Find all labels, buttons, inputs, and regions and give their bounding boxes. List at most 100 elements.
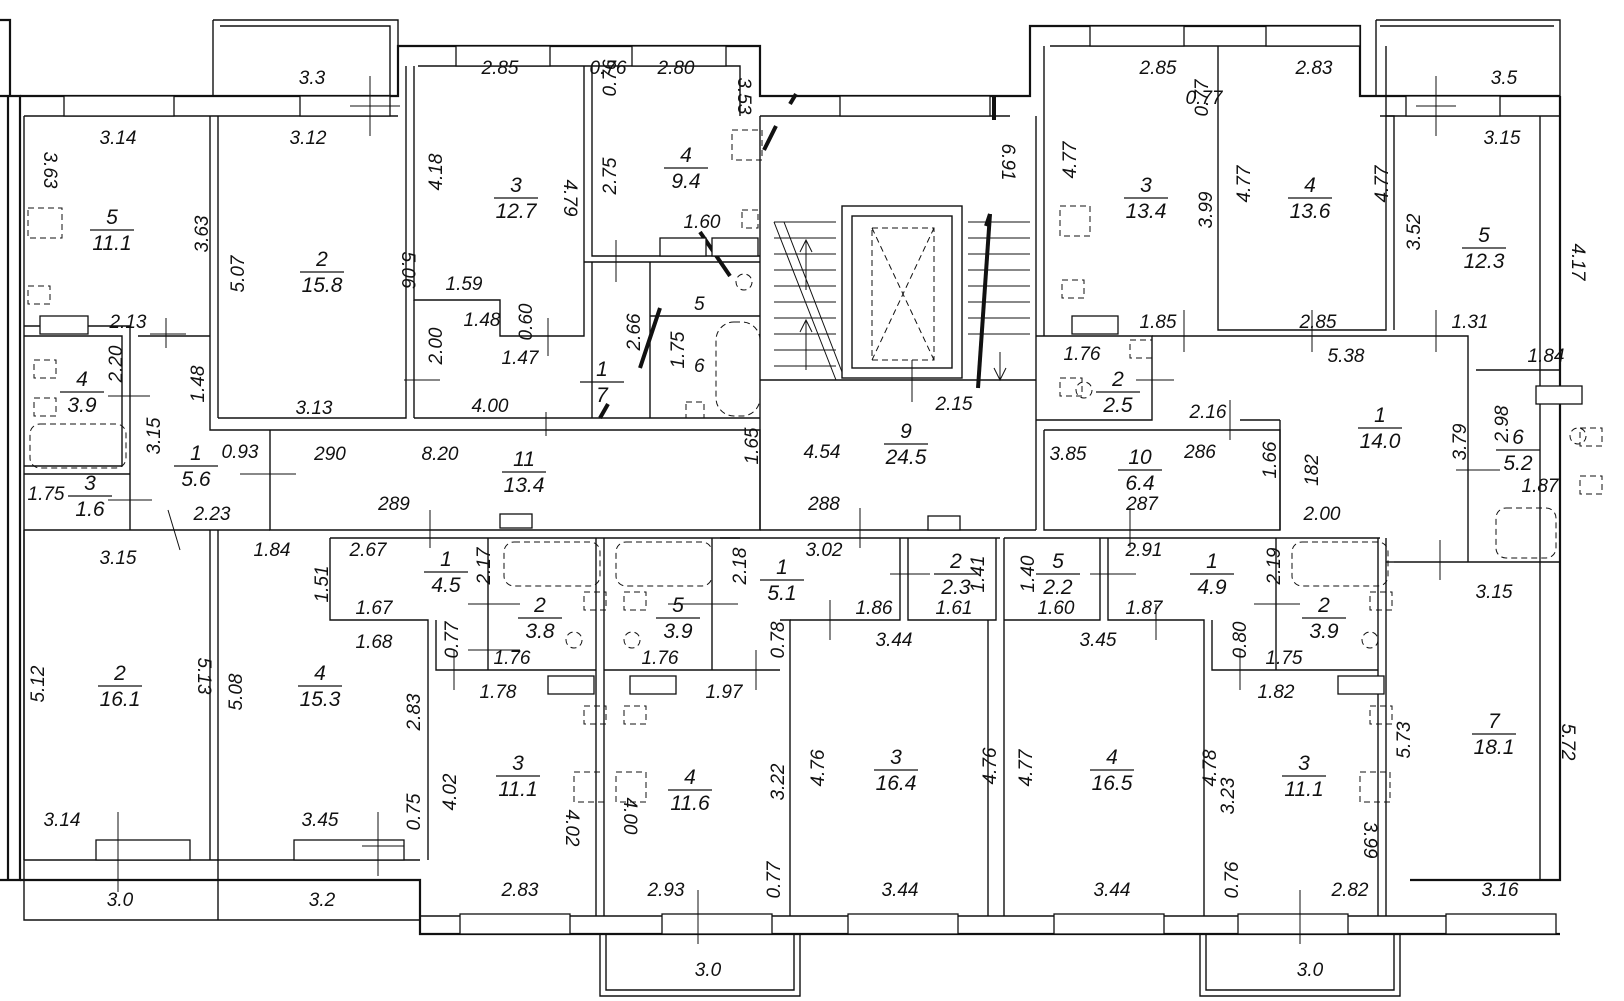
dimension-label: 4.17 bbox=[1567, 244, 1588, 282]
room-area: 2.5 bbox=[1102, 394, 1133, 417]
dimension-label: 1.75 bbox=[28, 484, 65, 505]
dimension-label: 2.20 bbox=[106, 345, 127, 383]
dimension-label: 2.80 bbox=[657, 58, 695, 79]
dimension-label: 2.93 bbox=[647, 880, 685, 901]
dimension-label: 287 bbox=[1125, 494, 1159, 515]
room-number: 4 bbox=[1106, 746, 1118, 769]
room-number: 5 bbox=[672, 594, 684, 617]
room-label: 415.3 bbox=[298, 662, 342, 711]
room-number: 1 bbox=[1374, 404, 1386, 427]
dimension-label: 4.02 bbox=[440, 773, 461, 810]
room-area: 9.4 bbox=[671, 170, 700, 193]
room-number: 3 bbox=[510, 174, 522, 197]
dimension-label: 1.76 bbox=[642, 648, 679, 669]
dimension-label: 3.0 bbox=[1297, 960, 1324, 981]
room-number: 7 bbox=[1488, 710, 1501, 733]
dimension-label: 1.78 bbox=[480, 682, 517, 703]
dimension-label: 4.02 bbox=[561, 810, 582, 847]
room-number: 3 bbox=[512, 752, 524, 775]
dimension-label: 3.15 bbox=[1476, 582, 1513, 603]
stairs bbox=[773, 221, 1030, 382]
room-number: 10 bbox=[1128, 446, 1152, 469]
room-label: 14.9 bbox=[1190, 550, 1234, 599]
room-area: 16.5 bbox=[1092, 772, 1133, 795]
dimension-label: 1.31 bbox=[1452, 312, 1489, 333]
dimension-label: 1.60 bbox=[1038, 598, 1075, 619]
dimension-label: 2.67 bbox=[349, 540, 388, 561]
room-area: 3.8 bbox=[525, 620, 555, 643]
room-label: 49.4 bbox=[664, 144, 708, 193]
room-number: 5 bbox=[1478, 224, 1490, 247]
dimension-label: 3.16 bbox=[1482, 880, 1519, 901]
dimension-label: 3.13 bbox=[296, 398, 333, 419]
dimension-label: 4.77 bbox=[1016, 748, 1037, 786]
dimension-label: 0.75 bbox=[404, 793, 425, 830]
dimension-label: 2.18 bbox=[730, 547, 751, 585]
room-number: 2 bbox=[113, 662, 126, 685]
room-area: 6.4 bbox=[1125, 472, 1154, 495]
room-number: 3 bbox=[1140, 174, 1152, 197]
dimension-label: 4.76 bbox=[808, 749, 829, 786]
dimension-label: 3.15 bbox=[1484, 128, 1521, 149]
room-area: 5.1 bbox=[767, 582, 796, 605]
dimension-label: 1.86 bbox=[856, 598, 893, 619]
room-label: 31.6 bbox=[68, 472, 112, 521]
room-number: 3 bbox=[890, 746, 902, 769]
room-number: 5 bbox=[106, 206, 118, 229]
room-label: 411.6 bbox=[668, 766, 712, 815]
dimension-label: 3.14 bbox=[44, 810, 81, 831]
room-area: 15.8 bbox=[302, 274, 343, 297]
dimension-label: 0.78 bbox=[768, 621, 789, 658]
room-area: 13.4 bbox=[1126, 200, 1167, 223]
dimension-label: 3.15 bbox=[100, 548, 137, 569]
room-number: 4 bbox=[314, 662, 326, 685]
dimension-label: 1.48 bbox=[188, 365, 209, 402]
dimension-label: 5.73 bbox=[1394, 721, 1415, 758]
dimension-label: 3.99 bbox=[1359, 822, 1380, 859]
dimension-label: 3.52 bbox=[1404, 213, 1425, 250]
room-label: 511.1 bbox=[90, 206, 134, 255]
dimension-label: 3.63 bbox=[39, 152, 60, 189]
room-label: 316.4 bbox=[874, 746, 918, 795]
dimension-label: 5.08 bbox=[226, 673, 247, 710]
dimension-label: 1.85 bbox=[1140, 312, 1177, 333]
dimension-label: 3.3 bbox=[299, 68, 326, 89]
dimension-label: 1.40 bbox=[1018, 555, 1039, 592]
dimension-label: 2.75 bbox=[600, 157, 621, 195]
dimension-label: 3.0 bbox=[695, 960, 722, 981]
dimension-label: 1.60 bbox=[684, 212, 721, 233]
dimension-label: 5.38 bbox=[1328, 346, 1365, 367]
dimension-label: 2.83 bbox=[1295, 58, 1333, 79]
room-number: 4 bbox=[684, 766, 696, 789]
dimension-label: 2.85 bbox=[1299, 312, 1337, 333]
heavy-marks bbox=[598, 92, 996, 419]
dimension-label: 3.63 bbox=[192, 215, 213, 252]
dimension-label: 3.15 bbox=[144, 417, 165, 454]
room-label: 14.5 bbox=[424, 548, 468, 597]
dimension-label: 2.00 bbox=[1303, 504, 1341, 525]
room-area: 11.1 bbox=[1284, 778, 1323, 801]
dimension-label: 1.41 bbox=[968, 556, 989, 593]
room-area: 2.2 bbox=[1042, 576, 1073, 599]
dimension-label: 1.75 bbox=[668, 331, 689, 368]
room-label: 15.1 bbox=[760, 556, 804, 605]
dimension-label: 2.82 bbox=[1331, 880, 1369, 901]
room-label: 15.6 bbox=[174, 442, 218, 491]
room-area: 3.9 bbox=[67, 394, 97, 417]
dimension-label: 0.77 bbox=[1192, 78, 1213, 116]
dimension-label: 1.97 bbox=[706, 682, 744, 703]
dimension-label: 1.75 bbox=[1266, 648, 1303, 669]
room-label: 312.7 bbox=[494, 174, 538, 223]
room-area: 2.3 bbox=[940, 576, 971, 599]
room-area: 5.2 bbox=[1503, 452, 1533, 475]
room-label: 52.2 bbox=[1036, 550, 1080, 599]
dimension-label: 4.00 bbox=[619, 798, 640, 835]
dimension-label: 4.54 bbox=[804, 442, 841, 463]
dimension-label: 1.76 bbox=[494, 648, 531, 669]
room-number: 2 bbox=[949, 550, 962, 573]
dimension-label: 3.45 bbox=[1080, 630, 1117, 651]
dimension-label: 4.77 bbox=[1060, 140, 1081, 178]
dimension-label: 1.67 bbox=[356, 598, 394, 619]
room-label: 23.8 bbox=[518, 594, 562, 643]
